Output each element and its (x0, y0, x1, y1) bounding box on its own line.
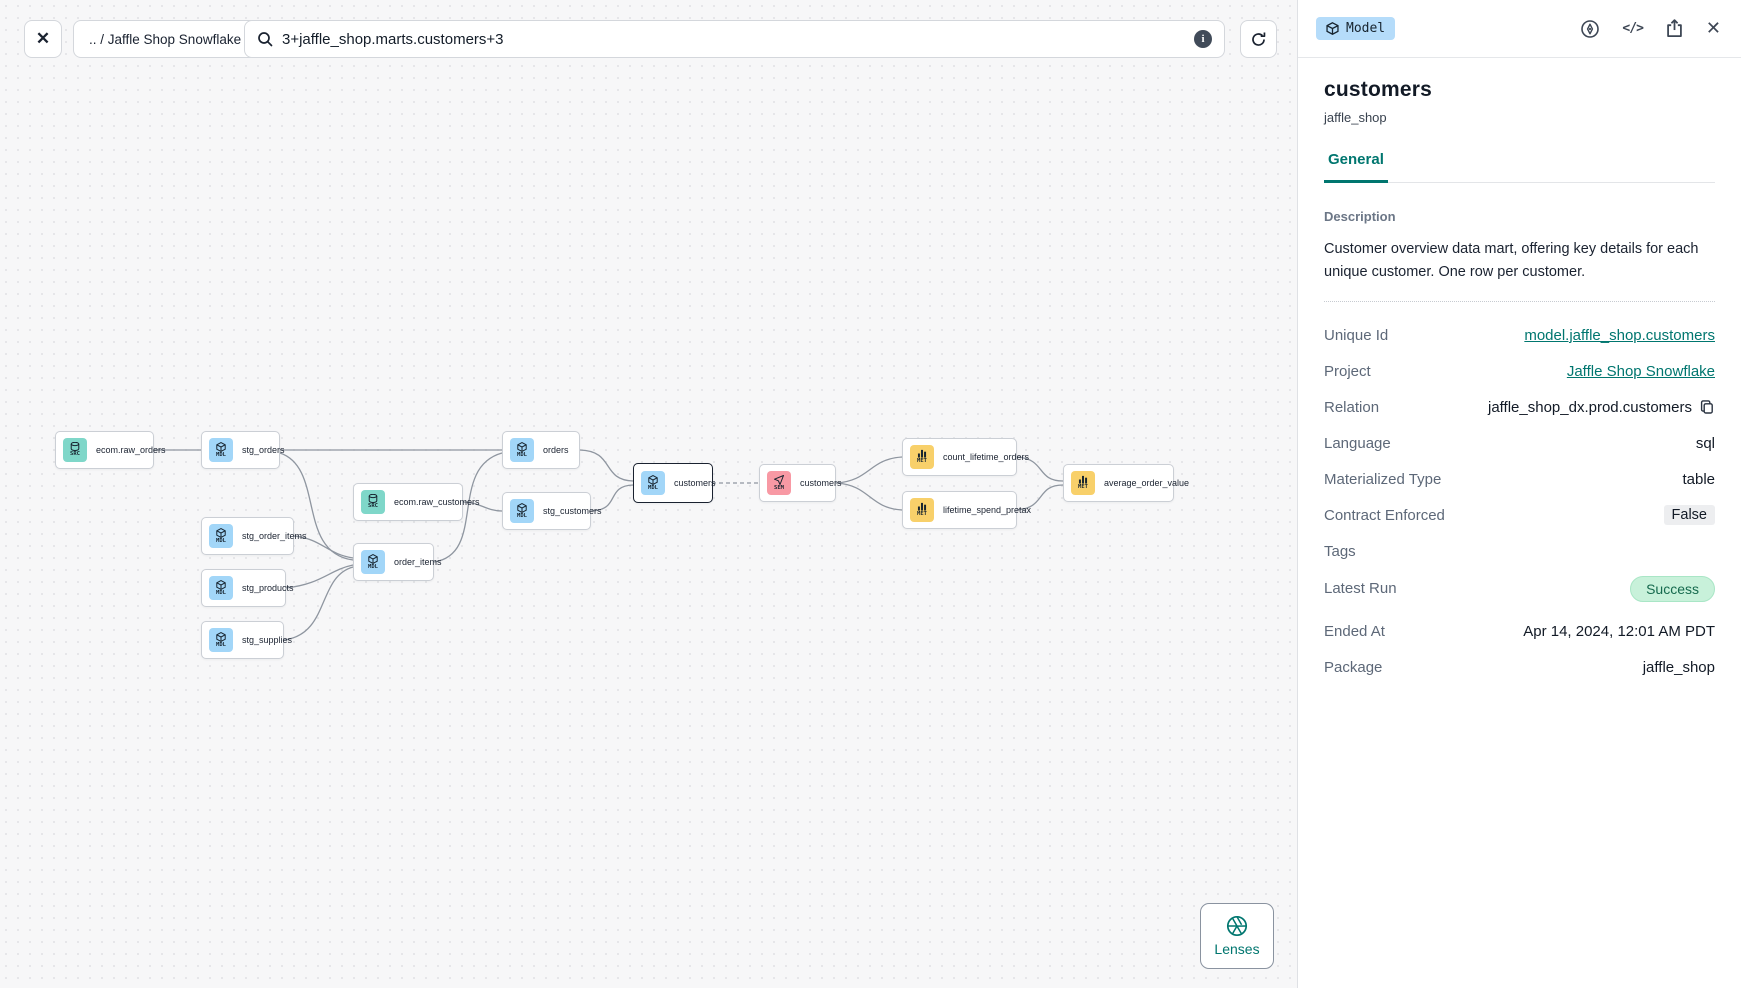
field-label: Package (1324, 658, 1383, 676)
refresh-button[interactable] (1240, 20, 1277, 58)
model-cube-icon (1326, 22, 1339, 35)
node-ecom-raw-orders[interactable]: SRC ecom.raw_orders (55, 431, 166, 469)
model-icon: MDL (641, 471, 665, 495)
field-label: Ended At (1324, 622, 1385, 640)
field-row-package: Package jaffle_shop (1324, 656, 1715, 679)
source-icon: SRC (361, 490, 385, 514)
edge (579, 449, 634, 482)
field-label: Unique Id (1324, 326, 1389, 344)
field-row-tags: Tags (1324, 540, 1715, 563)
source-icon: SRC (63, 438, 87, 462)
breadcrumb[interactable]: .. / Jaffle Shop Snowflake (73, 20, 258, 58)
lineage-selector-input-wrap: i (244, 20, 1225, 58)
semantic-model-icon: SEM (767, 471, 791, 495)
close-panel-icon[interactable]: ✕ (1705, 18, 1721, 38)
field-row-contract-enforced: Contract Enforced False (1324, 504, 1715, 527)
node-stg-orders[interactable]: MDL stg_orders (201, 431, 285, 469)
lenses-label: Lenses (1214, 941, 1260, 957)
package-subtitle: jaffle_shop (1324, 110, 1387, 125)
metric-icon: MET (910, 498, 934, 522)
node-ecom-raw-customers[interactable]: SRC ecom.raw_customers (353, 483, 480, 521)
lineage-canvas[interactable]: ✕ .. / Jaffle Shop Snowflake i SRC ecom.… (0, 0, 1297, 988)
panel-tabs: General (1324, 151, 1715, 183)
close-graph-button[interactable]: ✕ (24, 20, 62, 58)
field-label: Materialized Type (1324, 470, 1442, 488)
node-orders[interactable]: MDL orders (502, 431, 580, 469)
materialized-type-value: table (1682, 470, 1715, 488)
node-stg-supplies[interactable]: MDL stg_supplies (201, 621, 292, 659)
view-code-icon[interactable]: </> (1622, 21, 1644, 36)
node-stg-order-items[interactable]: MDL stg_order_items (201, 517, 307, 555)
description-text: Customer overview data mart, offering ke… (1324, 238, 1715, 302)
model-icon: MDL (209, 628, 233, 652)
info-icon[interactable]: i (1194, 30, 1212, 48)
node-stg-products[interactable]: MDL stg_products (201, 569, 294, 607)
model-icon: MDL (209, 438, 233, 462)
description-label: Description (1324, 209, 1396, 224)
edge (285, 564, 354, 589)
contract-enforced-badge: False (1663, 505, 1715, 526)
node-customers-semantic[interactable]: SEM customers (759, 464, 842, 502)
package-value: jaffle_shop (1642, 658, 1715, 676)
field-row-unique-id: Unique Id model.jaffle_shop.customers (1324, 324, 1715, 347)
field-label: Contract Enforced (1324, 506, 1445, 524)
model-icon: MDL (510, 499, 534, 523)
lineage-selector-input[interactable] (282, 30, 1194, 48)
field-list: Unique Id model.jaffle_shop.customers Pr… (1324, 324, 1715, 679)
status-badge: Success (1630, 575, 1715, 602)
field-row-relation: Relation jaffle_shop_dx.prod.customers (1324, 396, 1715, 419)
project-link[interactable]: Jaffle Shop Snowflake (1566, 362, 1715, 380)
model-icon: MDL (209, 524, 233, 548)
refresh-icon (1250, 31, 1267, 48)
edge (835, 482, 903, 511)
metric-icon: MET (910, 445, 934, 469)
node-customers-selected[interactable]: MDL customers (633, 463, 716, 503)
lenses-button[interactable]: Lenses (1200, 903, 1274, 969)
share-icon[interactable] (1665, 19, 1684, 38)
node-lifetime-spend-pretax[interactable]: MET lifetime_spend_pretax (902, 491, 1031, 529)
field-row-materialized-type: Materialized Type table (1324, 468, 1715, 491)
edge (835, 456, 903, 484)
ended-at-value: Apr 14, 2024, 12:01 AM PDT (1523, 622, 1715, 640)
explore-compass-icon[interactable] (1580, 19, 1600, 39)
field-label: Tags (1324, 542, 1356, 560)
breadcrumb-label: .. / Jaffle Shop Snowflake (89, 31, 242, 47)
field-label: Relation (1324, 398, 1380, 416)
resource-type-label: Model (1346, 21, 1386, 36)
page-title: customers (1324, 78, 1433, 101)
node-count-lifetime-orders[interactable]: MET count_lifetime_orders (902, 438, 1029, 476)
relation-value: jaffle_shop_dx.prod.customers (1487, 398, 1692, 416)
details-panel: Model </> ✕ customers jaffle_shop Genera… (1297, 0, 1741, 988)
metric-icon: MET (1071, 471, 1095, 495)
edge (283, 566, 354, 641)
field-label: Latest Run (1324, 580, 1397, 598)
node-average-order-value[interactable]: MET average_order_value (1063, 464, 1189, 502)
details-panel-body: customers jaffle_shop General Descriptio… (1298, 58, 1741, 692)
field-row-project: Project Jaffle Shop Snowflake (1324, 360, 1715, 383)
model-icon: MDL (510, 438, 534, 462)
field-label: Project (1324, 362, 1371, 380)
node-stg-customers[interactable]: MDL stg_customers (502, 492, 602, 530)
resource-type-badge: Model (1316, 17, 1396, 40)
field-label: Language (1324, 434, 1391, 452)
unique-id-link[interactable]: model.jaffle_shop.customers (1524, 326, 1715, 344)
node-order-items[interactable]: MDL order_items (353, 543, 442, 581)
tab-general[interactable]: General (1324, 151, 1388, 183)
close-icon: ✕ (35, 29, 51, 48)
field-row-latest-run: Latest Run Success (1324, 575, 1715, 602)
field-row-language: Language sql (1324, 432, 1715, 455)
model-icon: MDL (209, 576, 233, 600)
field-row-ended-at: Ended At Apr 14, 2024, 12:01 AM PDT (1324, 620, 1715, 643)
copy-icon[interactable] (1699, 399, 1715, 415)
language-value: sql (1695, 434, 1715, 452)
lenses-icon (1226, 915, 1248, 937)
model-icon: MDL (361, 550, 385, 574)
details-panel-header: Model </> ✕ (1298, 0, 1741, 58)
search-icon (257, 31, 273, 47)
panel-actions: </> ✕ (1580, 18, 1721, 39)
